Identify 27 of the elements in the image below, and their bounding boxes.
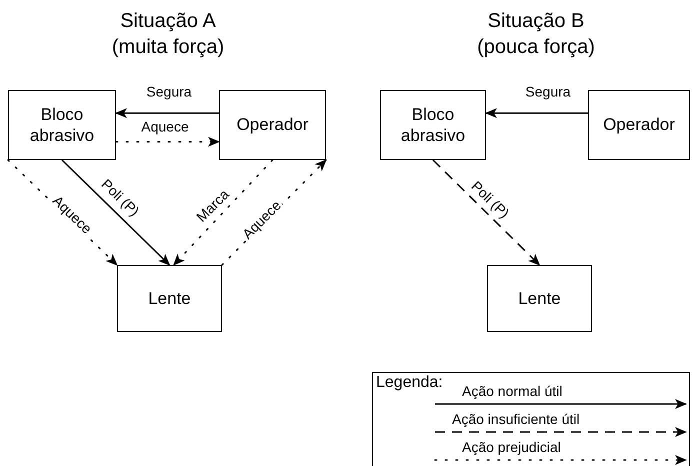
process-box (117, 265, 222, 332)
box-label: Operador (236, 114, 310, 136)
legend-text: Ação normal útil (460, 383, 564, 399)
edge-label: Aquece (139, 119, 191, 135)
box-label: Bloco abrasivo (400, 104, 466, 147)
arrow (485, 108, 588, 118)
process-box (588, 90, 690, 160)
arrow (172, 159, 274, 266)
arrow (115, 108, 219, 118)
process-box (487, 265, 592, 332)
arrow (115, 136, 220, 147)
edge-label: Segura (144, 84, 194, 100)
situation-heading: Situação B (pouca força) (476, 9, 596, 60)
arrow (432, 159, 540, 266)
box-label: Operador (602, 114, 676, 136)
legend-text: Ação insuficiente útil (450, 411, 582, 427)
box-label: Bloco abrasivo (28, 104, 96, 147)
edge-label: Segura (523, 84, 573, 100)
arrow (61, 159, 170, 266)
situation-heading: Situação A (muita força) (110, 9, 226, 60)
legend-title: Legenda: (376, 374, 443, 392)
legend-text: Ação prejudicial (460, 439, 563, 455)
process-box (219, 90, 326, 160)
box-label: Lente (517, 288, 562, 310)
box-label: Lente (147, 288, 192, 310)
process-box (8, 90, 116, 160)
process-box (380, 90, 486, 160)
